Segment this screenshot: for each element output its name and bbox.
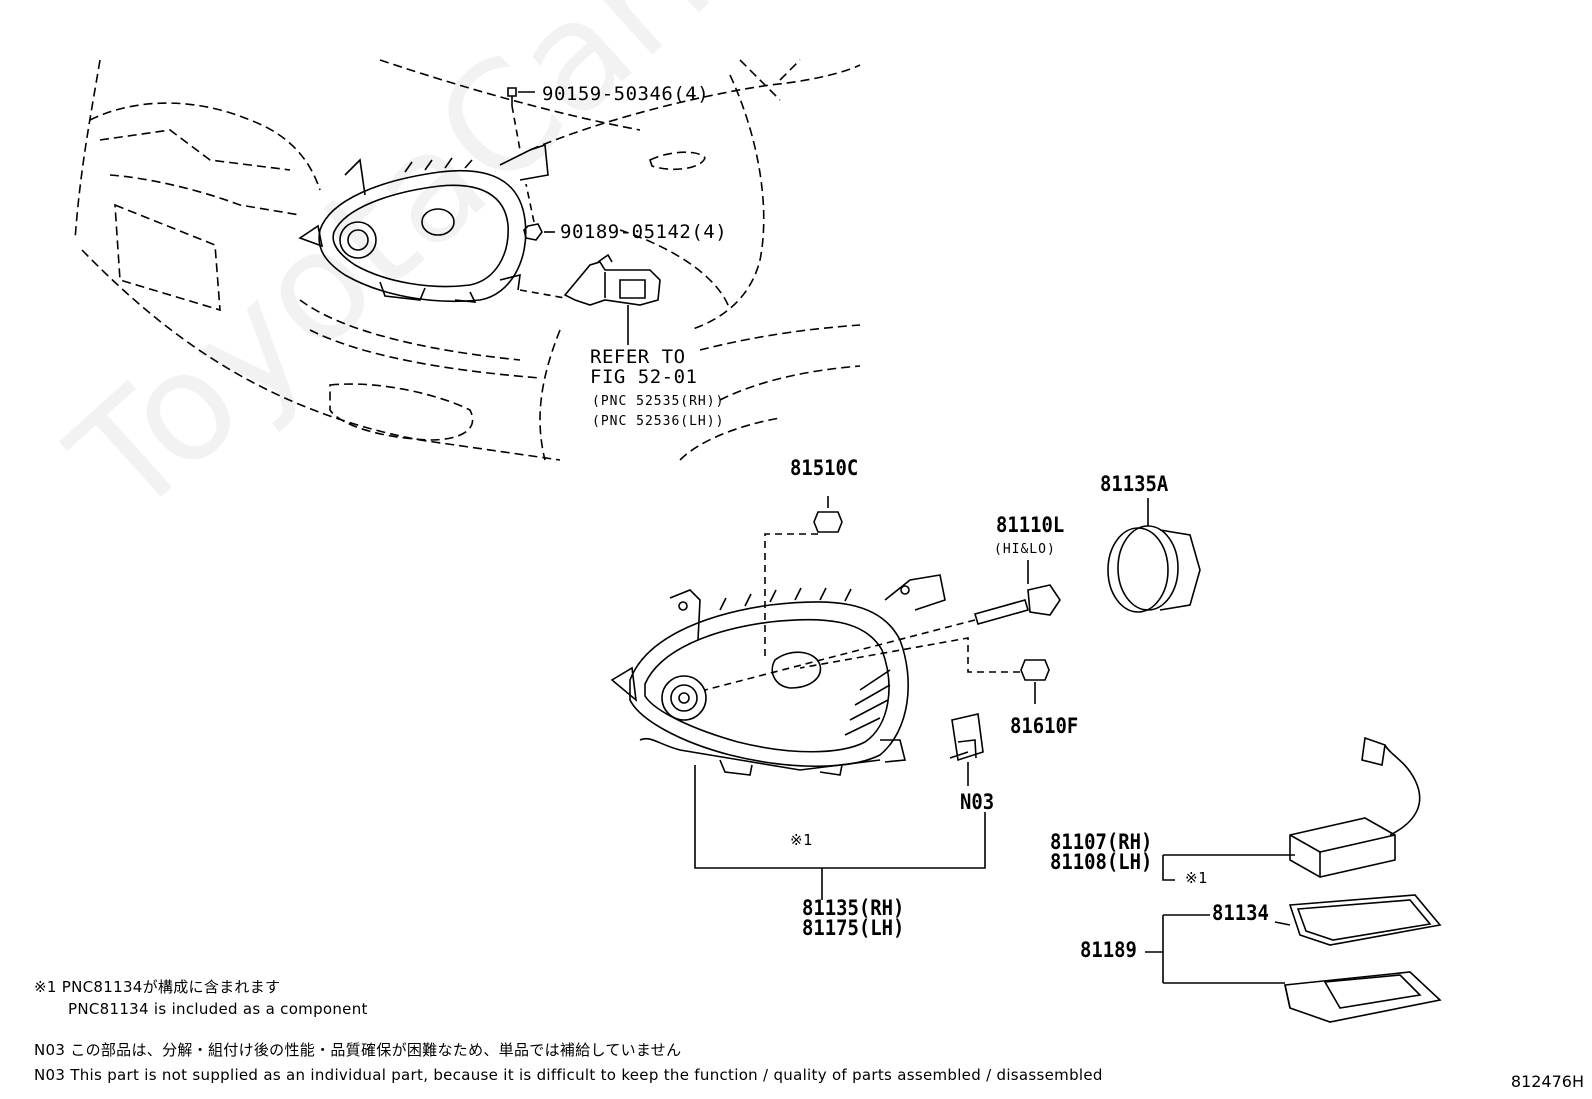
dash-bolt-to-lamp xyxy=(511,105,521,151)
label-mark-1-assembly: ※1 xyxy=(790,831,813,849)
label-81189: 81189 xyxy=(1080,938,1137,962)
leader-81134 xyxy=(1274,921,1291,926)
nut-icon xyxy=(523,223,543,241)
gasket-81134 xyxy=(1288,894,1442,946)
label-81108-lh: 81108(LH) xyxy=(1050,850,1153,874)
label-refer-to: REFER TO xyxy=(590,346,686,368)
headlamp-assembly xyxy=(610,574,946,776)
label-81510c: 81510C xyxy=(790,456,859,480)
label-pnc-52536: (PNC 52536(LH)) xyxy=(592,414,725,429)
label-pnc-52535: (PNC 52535(RH)) xyxy=(592,394,725,409)
bulb-81610f xyxy=(1020,659,1050,704)
bolt-icon xyxy=(507,87,517,106)
label-n03: N03 xyxy=(960,790,995,814)
dash-81510c xyxy=(764,533,818,660)
leader-81107 xyxy=(1162,854,1295,881)
note-2-japanese: N03 この部品は、分解・組付け後の性能・品質確保が困難なため、単品では補給して… xyxy=(34,1041,682,1059)
label-81135a: 81135A xyxy=(1100,472,1169,496)
retaining-ring-81135a xyxy=(1107,498,1201,613)
label-81110l: 81110L xyxy=(996,513,1065,537)
label-81610f: 81610F xyxy=(1010,714,1079,738)
dash-81110l xyxy=(704,619,976,691)
note-1-english: PNC81134 is included as a component xyxy=(68,1000,368,1018)
illustration-code: 812476H xyxy=(1510,1072,1584,1091)
label-81175-lh: 81175(LH) xyxy=(802,916,905,940)
label-81134: 81134 xyxy=(1212,901,1269,925)
label-hi-lo: (HI&LO) xyxy=(994,542,1056,557)
dash-nut-to-lamp xyxy=(525,183,535,223)
label-90159-50346: 90159-50346(4) xyxy=(542,83,710,105)
bulb-81110l xyxy=(973,560,1061,625)
label-90189-05142: 90189-05142(4) xyxy=(560,221,728,243)
note-2-english: N03 This part is not supplied as an indi… xyxy=(34,1066,1103,1084)
vehicle-front-outline xyxy=(74,59,861,461)
mounting-bracket xyxy=(563,253,661,306)
note-1-japanese: ※1 PNC81134が構成に含まれます xyxy=(34,978,281,996)
ballast-computer xyxy=(1289,736,1421,878)
label-mark-1-ballast: ※1 xyxy=(1185,869,1208,887)
leader-81189 xyxy=(1145,914,1285,984)
label-81107-rh: 81107(RH) xyxy=(1050,830,1153,854)
label-fig-52-01: FIG 52-01 xyxy=(590,366,698,388)
socket-n03 xyxy=(949,713,984,786)
dash-bracket xyxy=(519,289,566,299)
headlamp-installed-view xyxy=(298,143,549,303)
cover-81189 xyxy=(1284,971,1442,1023)
label-81135-rh: 81135(RH) xyxy=(802,896,905,920)
dash-81610f xyxy=(799,637,1020,673)
bulb-81510c xyxy=(813,496,843,533)
assembly-bracket-lines xyxy=(694,765,986,900)
